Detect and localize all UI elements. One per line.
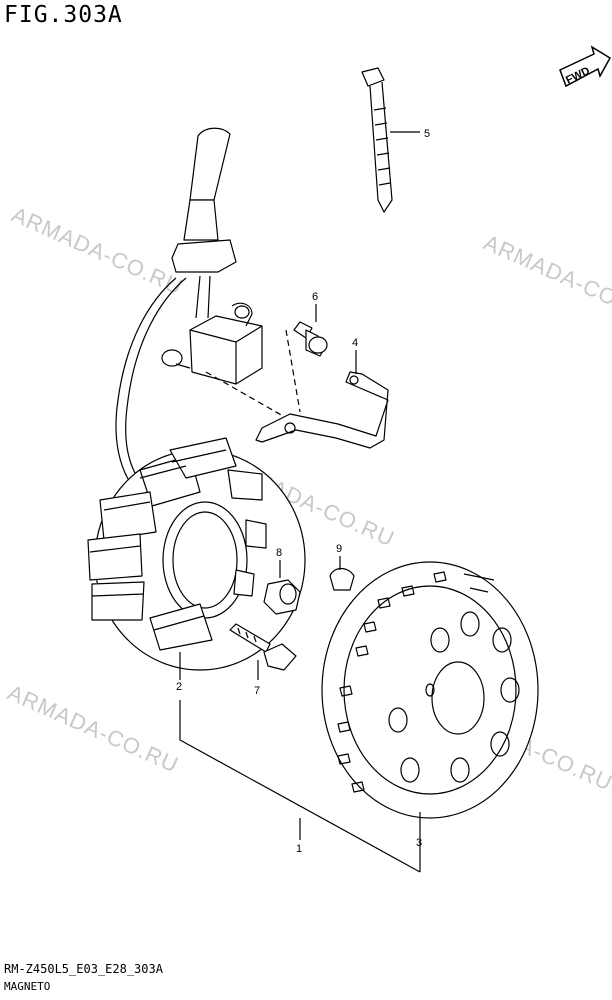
rotor — [321, 561, 539, 819]
key-9 — [329, 567, 355, 591]
figure-name: MAGNETO — [4, 980, 51, 993]
stator — [87, 437, 306, 671]
callout-6: 6 — [312, 291, 318, 303]
nut-8 — [263, 579, 301, 615]
wire-harness — [115, 127, 237, 489]
callout-9: 9 — [336, 543, 342, 555]
callout-2: 2 — [176, 681, 182, 693]
figure-title: FIG.303A — [4, 2, 123, 28]
callout-7: 7 — [254, 685, 260, 697]
fwd-arrow-icon: FWD — [559, 45, 612, 88]
callout-4: 4 — [352, 337, 358, 349]
watermark-4: ARMADA-CO.RU — [4, 680, 183, 778]
leader-lines — [205, 329, 301, 421]
callout-leaders — [179, 131, 420, 680]
bolt-7 — [229, 623, 297, 671]
watermark-2: ARMADA-CO.RU — [480, 230, 612, 328]
callout-5: 5 — [424, 128, 430, 140]
bolt-6 — [293, 321, 328, 357]
callout-3: 3 — [416, 837, 422, 849]
cable-tie — [361, 67, 393, 213]
assembly-bracket — [179, 700, 421, 873]
callout-8: 8 — [276, 547, 282, 559]
bracket-4 — [255, 371, 389, 449]
callout-numbers: 1 2 3 4 5 6 7 8 9 — [176, 128, 430, 855]
callout-1: 1 — [296, 843, 302, 855]
watermark-1: ARMADA-CO.RU — [8, 202, 187, 300]
pulser-coil — [161, 302, 263, 385]
figure-code: RM-Z450L5_E03_E28_303A — [4, 962, 163, 976]
